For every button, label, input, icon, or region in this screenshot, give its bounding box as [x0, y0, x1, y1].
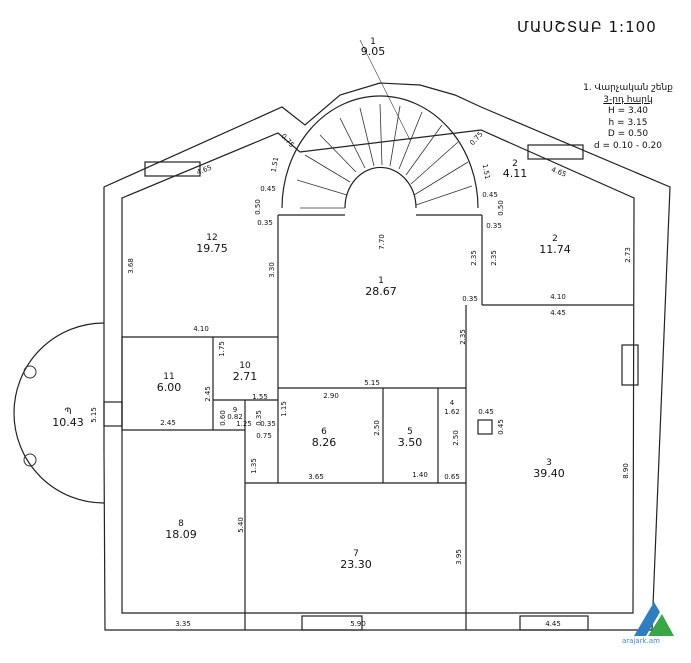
dimension-label: 0.45 — [482, 191, 498, 199]
legend-param: D = 0.50 — [607, 129, 649, 139]
legend-floor: 3-րդ հարկ — [603, 94, 653, 105]
room-number: 2 — [552, 234, 558, 244]
dimension-label: 0.65 — [444, 473, 460, 481]
room-number: 3 — [546, 458, 552, 468]
dimension-label: 7.70 — [378, 234, 386, 250]
room-number: 8 — [178, 519, 184, 529]
dimension-label: 0.60 — [219, 410, 227, 426]
scale-title: ՄԱՍՇՏԱԲ 1:100 — [517, 18, 657, 36]
room-area: 9.05 — [361, 45, 386, 58]
dimension-label: 4.10 — [193, 325, 209, 333]
legend-param: d = 0.10 - 0.20 — [593, 140, 663, 151]
dimension-label: 4.45 — [550, 309, 566, 317]
dimension-label: 3.68 — [127, 258, 135, 274]
room-number: Պ — [64, 407, 71, 417]
room-area: 10.43 — [52, 416, 84, 429]
dimension-label: 5.15 — [90, 407, 98, 423]
room-number: 6 — [321, 427, 327, 437]
room-area: 1.62 — [444, 408, 460, 416]
legend: 1. Վարչական շենք 3-րդ հարկ H = 3.40 h = … — [563, 83, 691, 152]
room-area: 18.09 — [165, 528, 197, 541]
room-number: 1 — [378, 276, 384, 286]
dimension-label: 1.75 — [218, 341, 226, 357]
room-number: 11 — [163, 372, 174, 382]
dimension-label: 3.65 — [308, 473, 324, 481]
watermark-text: arajark.am — [622, 637, 660, 645]
room-area: 0.82 — [227, 413, 243, 421]
dimension-label: 2.45 — [160, 419, 176, 427]
legend-param: H = 3.40 — [607, 106, 649, 116]
room-number: 1 — [370, 37, 376, 47]
room-area: 4.11 — [503, 167, 528, 180]
room-number: 12 — [206, 233, 217, 243]
dimension-label: 1.35 — [250, 458, 258, 474]
legend-param: h = 3.15 — [608, 117, 648, 128]
stair-inner-arc — [344, 166, 417, 209]
dimension-label: 0.35 — [486, 222, 502, 230]
room-number: 5 — [407, 427, 413, 437]
site-logo — [634, 602, 674, 636]
room-area: 6.00 — [157, 381, 182, 394]
dimension-label: 0.45 — [497, 419, 505, 435]
legend-building: 1. Վարչական շենք — [583, 83, 673, 93]
dimension-label: 1.55 — [252, 393, 268, 401]
dimension-label: 3.35 — [175, 620, 191, 628]
room-area: 19.75 — [196, 242, 228, 255]
dimension-label: 4.10 — [550, 293, 566, 301]
dimension-label: 3.95 — [455, 549, 463, 565]
dimension-label: 4.65 — [196, 164, 213, 177]
dimension-label: 0.35 — [255, 410, 263, 426]
room-number: 9 — [233, 406, 237, 414]
dimension-label: 0.35 — [462, 295, 478, 303]
dimension-label: 0.35 — [257, 219, 273, 227]
dimension-label: 0.50 — [497, 200, 505, 216]
dimension-label: 0.75 — [256, 432, 272, 440]
room-number: 4 — [450, 399, 455, 407]
dimension-label: 0.45 — [260, 185, 276, 193]
dimension-label: 1.15 — [280, 401, 288, 417]
dimension-label: 2.50 — [452, 430, 460, 446]
room-area: 23.30 — [340, 558, 372, 571]
dimension-label: 1.51 — [481, 163, 492, 180]
dimension-label: 2.35 — [490, 250, 498, 266]
stair-outer-arc — [281, 95, 479, 209]
terrace-arc — [13, 322, 105, 504]
dimension-label: 2.50 — [373, 420, 381, 436]
room-area: 11.74 — [539, 243, 571, 256]
room-area: 28.67 — [365, 285, 397, 298]
dimension-label: 5.15 — [364, 379, 380, 387]
dimension-label: 2.35 — [470, 250, 478, 266]
dimension-label: 2.90 — [323, 392, 339, 400]
dimension-label: 3.30 — [268, 262, 276, 278]
inner-wall-outline — [121, 129, 635, 614]
dimension-label: 1.51 — [270, 156, 281, 173]
dimension-label: 1.25 — [236, 420, 252, 428]
dimension-label: 8.90 — [622, 463, 630, 479]
dimension-label: 2.45 — [204, 386, 212, 402]
dimension-label: 2.35 — [459, 329, 467, 345]
dimension-label: 5.40 — [237, 517, 245, 533]
room-number: 10 — [239, 361, 251, 371]
dimension-label: 5.90 — [350, 620, 366, 628]
room-area: 3.50 — [398, 436, 423, 449]
room-number: 7 — [353, 549, 359, 559]
dimension-label: 0.50 — [254, 199, 262, 215]
dimension-label: 1.40 — [412, 471, 428, 479]
outer-wall-outline — [103, 82, 671, 631]
dimension-label: 0.45 — [478, 408, 494, 416]
room-area: 2.71 — [233, 370, 258, 383]
room-number: 2 — [512, 159, 518, 169]
dimension-label: 4.45 — [545, 620, 561, 628]
room-area: 39.40 — [533, 467, 565, 480]
room-area: 8.26 — [312, 436, 337, 449]
dimension-label: 2.73 — [624, 247, 632, 263]
dimension-label: 0.75 — [468, 130, 484, 147]
dimension-label: 0.35 — [260, 420, 276, 428]
